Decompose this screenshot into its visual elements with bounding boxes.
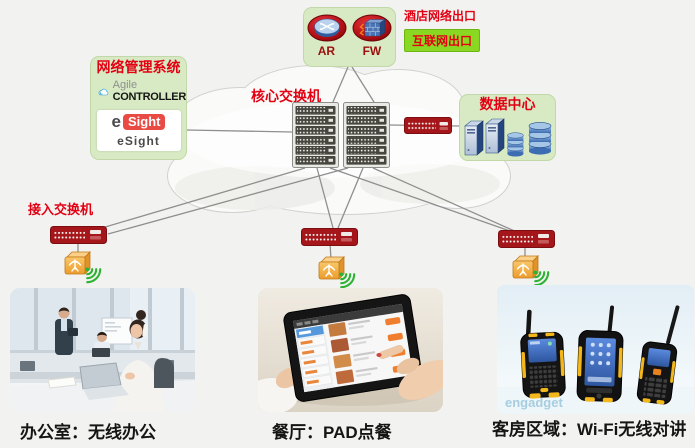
- ar-label: AR: [317, 44, 336, 58]
- wireless-ap-icon: [318, 256, 345, 280]
- restaurant-caption: 餐厅：PAD点餐: [272, 423, 392, 442]
- esight-chip: Sight: [122, 113, 166, 130]
- wireless-ap-icon: [64, 251, 91, 275]
- rugged-phone: [636, 305, 680, 405]
- esight-logo: e Sight eSight: [96, 109, 181, 151]
- internet-exit-badge: 互联网出口: [404, 29, 481, 52]
- server-icon: [464, 118, 505, 157]
- exit-title: 酒店网络出口: [404, 9, 477, 23]
- switch-icon: [404, 117, 452, 134]
- watermark-text: engadget: [505, 395, 563, 410]
- nms-panel: 网络管理系统 Agile CONTROLLER e Sight eSight: [90, 56, 187, 160]
- database-icon: [507, 122, 552, 157]
- exit-panel: AR FW: [303, 7, 396, 67]
- access-switch-icon: [50, 226, 107, 244]
- office-caption: 办公室：无线办公: [20, 423, 156, 442]
- walkie-talkie-photo: engadget: [497, 285, 694, 414]
- router-icon: [307, 14, 347, 42]
- topology-links: [77, 66, 526, 261]
- esight-e: e: [111, 111, 121, 131]
- access-switch-icon: [498, 230, 555, 248]
- seated-person: [92, 331, 110, 357]
- agile-brand-bottom: CONTROLLER: [112, 91, 187, 104]
- laptop: [79, 362, 129, 400]
- core-switch-icon: [292, 102, 339, 168]
- agile-brand-top: Agile: [112, 79, 138, 92]
- right-hand: [376, 344, 443, 400]
- rugged-phone: [520, 309, 566, 399]
- datacenter-panel: 数据中心: [459, 94, 556, 161]
- firewall-icon: [352, 14, 392, 42]
- guestroom-caption: 客房区域：Wi-Fi无线对讲: [492, 420, 687, 439]
- rugged-phone: [576, 305, 624, 403]
- datacenter-label: 数据中心: [479, 96, 536, 112]
- agile-controller-logo: Agile CONTROLLER: [91, 80, 186, 104]
- cloud-icon: [98, 89, 109, 96]
- office-photo: [10, 288, 195, 412]
- access-switch-label: 接入交换机: [28, 202, 94, 217]
- fw-label: FW: [362, 44, 382, 58]
- esight-caption: eSight: [117, 133, 160, 148]
- tablet: [283, 294, 423, 402]
- standing-person: [55, 307, 78, 355]
- datacenter-devices: [464, 118, 552, 157]
- nms-title: 网络管理系统: [96, 59, 181, 75]
- woman-on-phone: [114, 310, 164, 412]
- wifi-signal-icon: [339, 272, 356, 289]
- access-switch-icon: [301, 228, 358, 246]
- core-switch-icon: [343, 102, 390, 168]
- pad-ordering-photo: [258, 288, 443, 412]
- core-switch-label: 核心交换机: [251, 88, 321, 104]
- wifi-signal-icon: [85, 267, 102, 284]
